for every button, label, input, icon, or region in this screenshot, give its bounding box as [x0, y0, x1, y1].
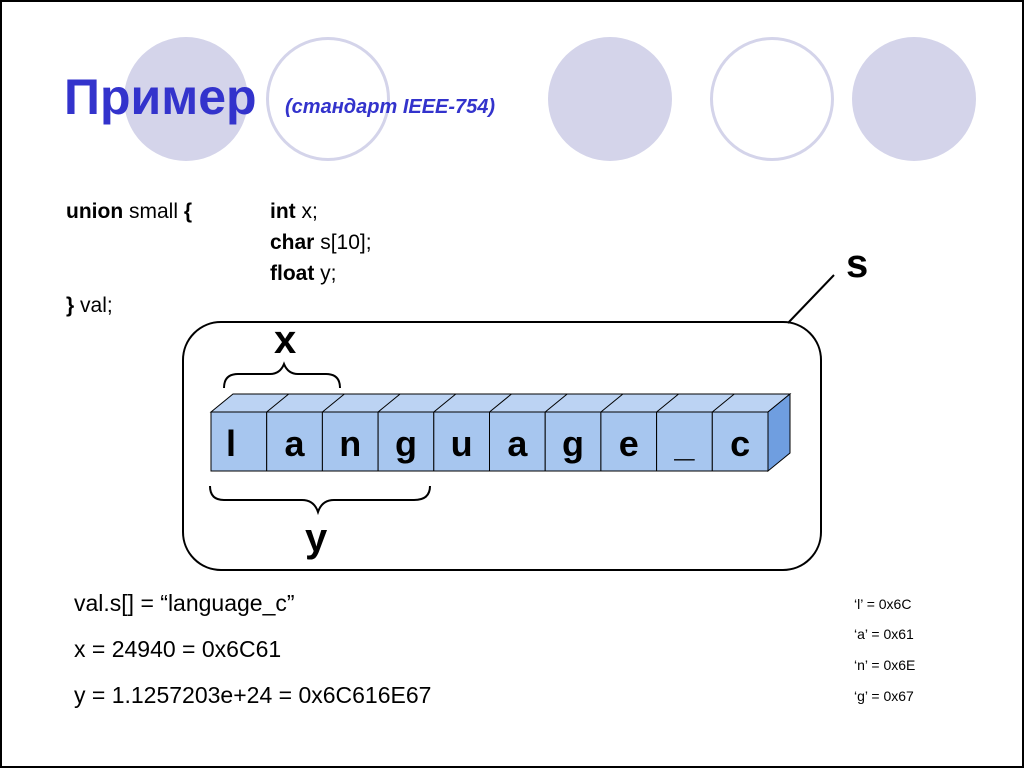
page-subtitle: (стандарт IEEE-754) [285, 96, 496, 118]
byte-cell-char: n [339, 423, 361, 464]
byte-cell [210, 411, 268, 472]
byte-cell [266, 411, 323, 472]
type-int: int [270, 200, 296, 223]
byte-cell-char: g [562, 423, 584, 464]
type-float: float [270, 262, 315, 285]
byte-cell [433, 411, 490, 472]
byte-cell-char: g [395, 423, 417, 464]
code-field-y: float y; [270, 262, 337, 286]
field-s-name: s[10]; [314, 231, 372, 254]
byte-cell-char: a [285, 423, 306, 464]
byte-cell-char: l [226, 423, 236, 464]
byte-cell-char: e [619, 423, 639, 464]
byte-cell-char: a [507, 423, 528, 464]
var-name: val; [74, 294, 113, 317]
code-field-x: int x; [270, 200, 318, 224]
decor-circle-3 [548, 37, 672, 161]
decor-circle-4 [710, 37, 834, 161]
s-pointer-line [787, 274, 835, 324]
byte-cell-char: _ [673, 423, 695, 464]
code-l: ‘l’ = 0x6C [854, 596, 912, 612]
byte-cell-char: u [451, 423, 473, 464]
field-x-name: x; [295, 200, 318, 223]
cell-top-divider [711, 393, 735, 413]
label-y: y [305, 516, 328, 560]
byte-cell [489, 411, 546, 472]
equation-y: y = 1.1257203e+24 = 0x6C616E67 [74, 682, 432, 708]
code-close-line: } val; [66, 294, 113, 318]
cell-top-divider [489, 393, 512, 413]
byte-cell [711, 411, 769, 472]
decor-circle-1 [124, 37, 248, 161]
type-char: char [270, 231, 315, 254]
close-brace: } [66, 294, 75, 317]
cell-top-divider [322, 393, 345, 413]
equation-x: x = 24940 = 0x6C61 [74, 636, 282, 662]
cell-top-divider [600, 393, 624, 413]
field-y-name: y; [314, 262, 337, 285]
brace-x [223, 361, 341, 389]
byte-cell [321, 411, 379, 472]
byte-cell [600, 411, 658, 472]
code-a: ‘a’ = 0x61 [854, 626, 914, 642]
label-s: s [846, 242, 869, 286]
byte-cell [656, 411, 713, 472]
code-union-line: union small { [66, 200, 192, 224]
page-title: Пример [64, 69, 257, 125]
cell-top-divider [544, 393, 568, 413]
cell-top-divider [656, 393, 679, 413]
keyword-union: union [66, 200, 124, 223]
union-container [182, 321, 822, 571]
code-n: ‘n’ = 0x6E [854, 657, 916, 673]
open-brace: { [183, 200, 193, 223]
byte-cell [544, 411, 602, 472]
decor-circle-2 [266, 37, 390, 161]
decor-circle-5 [852, 37, 976, 161]
equation-string: val.s[] = “language_c” [74, 590, 295, 616]
code-g: ‘g’ = 0x67 [854, 688, 914, 704]
cell-top-divider [377, 393, 401, 413]
code-field-s: char s[10]; [270, 231, 372, 255]
union-name: small [123, 200, 184, 223]
cell-top-divider [433, 393, 457, 413]
label-x: x [274, 318, 297, 362]
brace-y [209, 485, 431, 516]
cell-top-divider [266, 393, 290, 413]
byte-cell-char: c [730, 423, 750, 464]
